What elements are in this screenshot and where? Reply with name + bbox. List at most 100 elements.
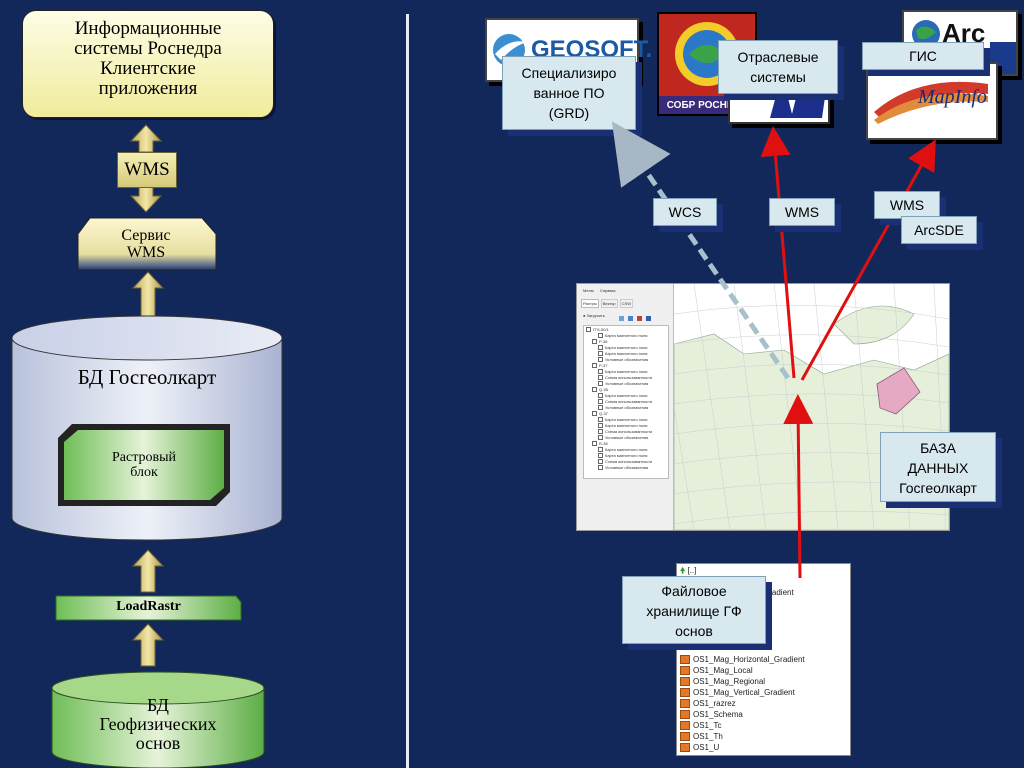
tree-item[interactable]: Условные обозначения	[586, 405, 666, 411]
tree-checkbox[interactable]	[598, 369, 603, 375]
tab-rasters[interactable]: Растры	[581, 299, 599, 308]
tree-item[interactable]: P-37	[586, 363, 666, 369]
tree-checkbox[interactable]	[598, 423, 603, 429]
raster-file-icon	[680, 688, 690, 698]
tree-checkbox[interactable]	[598, 333, 603, 339]
tree-item-label: Схема использованности	[605, 375, 653, 380]
toolbar-icon-4[interactable]	[646, 316, 651, 321]
tree-checkbox[interactable]	[598, 435, 603, 441]
tree-checkbox[interactable]	[592, 339, 597, 345]
tree-checkbox[interactable]	[598, 417, 603, 423]
tree-checkbox[interactable]	[598, 381, 603, 387]
wms-label-gis: WMS	[874, 191, 940, 219]
tab-csw[interactable]: CSW	[619, 299, 633, 308]
tree-item-label: Условные обозначения	[605, 465, 649, 470]
tree-item[interactable]: Условные обозначения	[586, 381, 666, 387]
file-name: OS1_U	[693, 743, 720, 752]
tree-checkbox[interactable]	[592, 441, 597, 447]
tree-checkbox[interactable]	[598, 399, 603, 405]
tree-item-label: Карта магнитного поля	[605, 453, 648, 458]
tree-checkbox[interactable]	[598, 357, 603, 363]
tree-item[interactable]: Карта магнитного поля	[586, 447, 666, 453]
client-apps-line2: системы Роснедра	[74, 38, 222, 59]
tree-checkbox[interactable]	[598, 345, 603, 351]
raster-block-label: Растровый блок	[64, 450, 224, 480]
file-list-item[interactable]: OS1_razrez	[677, 698, 850, 709]
file-name: OS1_razrez	[693, 699, 736, 708]
tree-checkbox[interactable]	[598, 465, 603, 471]
file-list-item[interactable]: OS1_Mag_Vertical_Gradient	[677, 687, 850, 698]
tab-vector[interactable]: Вектор	[600, 299, 618, 308]
tree-checkbox[interactable]	[598, 393, 603, 399]
specialized-line2: ванное ПО	[533, 85, 605, 101]
tree-checkbox[interactable]	[598, 429, 603, 435]
tree-checkbox[interactable]	[598, 447, 603, 453]
tree-item-label: Карта магнитного поля	[605, 423, 648, 428]
tree-checkbox[interactable]	[586, 327, 591, 333]
industry-line1: Отраслевые	[737, 49, 819, 65]
tree-checkbox[interactable]	[598, 453, 603, 459]
geo-db-line3: основ	[135, 733, 181, 753]
industry-systems-callout: Отраслевые системы	[718, 40, 838, 94]
file-name: OS1_Tc	[693, 721, 722, 730]
tree-checkbox[interactable]	[598, 405, 603, 411]
file-up-row[interactable]: 🠝 [..]	[677, 564, 850, 580]
database-line1: БАЗА	[920, 440, 956, 456]
raster-line1: Растровый	[111, 450, 176, 465]
tree-checkbox[interactable]	[592, 387, 597, 393]
tree-checkbox[interactable]	[592, 411, 597, 417]
tree-item-label: Условные обозначения	[605, 381, 649, 386]
file-name: OS1_Mag_Vertical_Gradient	[693, 688, 795, 697]
up-arrow-icon: 🠝	[680, 566, 686, 575]
wms-label-industry: WMS	[769, 198, 835, 226]
raster-file-icon	[680, 655, 690, 665]
wms-service-label: Сервис WMS	[78, 215, 214, 270]
toolbar-icon-2[interactable]	[628, 316, 633, 321]
tree-checkbox[interactable]	[598, 459, 603, 465]
file-list-item[interactable]: OS1_Mag_Local	[677, 665, 850, 676]
tree-item[interactable]: Карта магнитного поля	[586, 423, 666, 429]
storage-line1: Файловое	[661, 583, 727, 599]
tree-checkbox[interactable]	[598, 351, 603, 357]
tree-item[interactable]: Схема использованности	[586, 399, 666, 405]
file-list-item[interactable]: OS1_Th	[677, 731, 850, 742]
tree-checkbox[interactable]	[598, 375, 603, 381]
tree-item-label: Карта магнитного поля	[605, 447, 648, 452]
specialized-line3: (GRD)	[548, 105, 590, 121]
raster-file-icon	[680, 666, 690, 676]
tree-item[interactable]: Карта магнитного поля	[586, 453, 666, 459]
raster-file-icon	[680, 732, 690, 742]
arrow-up-1	[131, 271, 165, 317]
app-sidebar: Меню Справка Растры Вектор CSW ● Загрузи…	[577, 284, 674, 530]
tree-item[interactable]: R-36	[586, 441, 666, 447]
arrow-up-3	[131, 623, 165, 667]
load-button[interactable]: ● Загрузить	[583, 313, 605, 318]
menu-item-help[interactable]: Справка	[599, 288, 616, 293]
file-partial-2: nt	[763, 622, 770, 631]
file-list-item[interactable]: OS1_Tc	[677, 720, 850, 731]
tree-item[interactable]: Схема использованности	[586, 459, 666, 465]
app-toolbar	[619, 316, 651, 321]
toolbar-icon-3[interactable]	[637, 316, 642, 321]
tree-item[interactable]: ГГК-50/1	[586, 327, 666, 333]
column-divider	[406, 14, 409, 768]
tree-item[interactable]: Карта магнитного поля	[586, 417, 666, 423]
tree-item-label: Схема использованности	[605, 399, 653, 404]
toolbar-icon-1[interactable]	[619, 316, 624, 321]
file-list-item[interactable]: OS1_Mag_Horizontal_Gradient	[677, 654, 850, 665]
tree-item[interactable]: Условные обозначения	[586, 465, 666, 471]
menu-item-menu[interactable]: Меню	[583, 288, 594, 293]
grid-curve	[674, 510, 949, 525]
tree-item[interactable]: Q-37	[586, 411, 666, 417]
tree-item[interactable]: P-36	[586, 339, 666, 345]
tree-item[interactable]: Условные обозначения	[586, 435, 666, 441]
tree-item[interactable]: Q-35	[586, 387, 666, 393]
file-list-item[interactable]: OS1_U	[677, 742, 850, 753]
tree-checkbox[interactable]	[592, 363, 597, 369]
file-list-item[interactable]: OS1_Mag_Regional	[677, 676, 850, 687]
tree-item[interactable]: Карта магнитного поля	[586, 393, 666, 399]
file-list-item[interactable]: OS1_Schema	[677, 709, 850, 720]
tree-item[interactable]: Схема использованности	[586, 429, 666, 435]
loadrastr-label: LoadRastr	[116, 599, 181, 614]
